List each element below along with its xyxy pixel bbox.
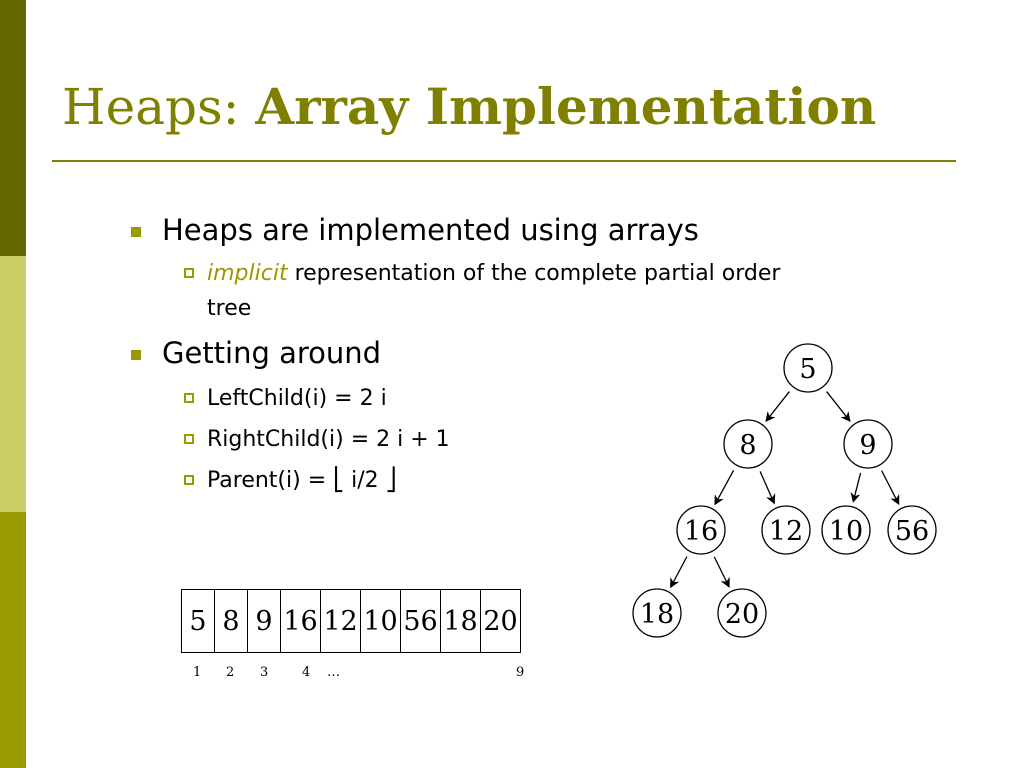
- tree-node-circle: [723, 419, 773, 469]
- tree-node-label: 5: [799, 354, 816, 385]
- array-cell: 56: [401, 590, 441, 652]
- sub-bullet-square: [184, 268, 194, 278]
- tree-node-label: 20: [725, 599, 759, 630]
- sub-bullet-left-child: LeftChild(i) = 2 i: [207, 386, 387, 411]
- sub-bullet-square: [184, 434, 194, 444]
- sidebar-segment-light: [0, 256, 26, 512]
- tree-node: 8: [723, 419, 773, 469]
- sub-bullet-1-1-text: representation of the complete partial o…: [287, 261, 781, 286]
- bullet-1-text: Heaps are implemented using arrays: [162, 213, 699, 247]
- array-cell: 12: [321, 590, 361, 652]
- tree-edge-arrow: [759, 471, 776, 505]
- tree-node-label: 56: [895, 516, 929, 547]
- tree-nodes: 5 8 9 16 12 10 56 18 20: [632, 343, 937, 638]
- tree-node: 12: [761, 505, 811, 555]
- slide-title-bold: Array Implementation: [255, 77, 877, 136]
- tree-node: 10: [821, 505, 871, 555]
- bullet-square: [131, 227, 141, 237]
- implicit-emphasis: implicit: [207, 261, 288, 286]
- sub-bullet-1-1: implicit representation of the complete …: [207, 261, 780, 286]
- tree-node-label: 8: [739, 430, 756, 461]
- bullet-square: [131, 350, 141, 360]
- tree-node-label: 9: [859, 430, 876, 461]
- array-index-label: 1: [193, 665, 202, 680]
- tree-node: 16: [676, 505, 726, 555]
- tree-node-label: 12: [769, 516, 803, 547]
- array-index-label: 9: [516, 665, 525, 680]
- array-cell: 8: [215, 590, 248, 652]
- tree-node: 9: [843, 419, 893, 469]
- tree-node: 18: [632, 588, 682, 638]
- array-cell: 20: [481, 590, 521, 652]
- tree-edge-arrow: [850, 472, 862, 503]
- tree-node: 56: [887, 505, 937, 555]
- tree-node-circle: [717, 588, 767, 638]
- sidebar-stripe: [0, 0, 26, 768]
- slide-title: Heaps: Array Implementation: [62, 82, 876, 133]
- slide-title-plain: Heaps:: [62, 78, 240, 136]
- title-underline: [52, 160, 956, 162]
- sidebar-segment-dark: [0, 0, 26, 256]
- tree-edge-arrow: [826, 391, 851, 423]
- tree-node: 5: [783, 343, 833, 393]
- tree-edge-arrow: [670, 556, 688, 589]
- sub-bullet-square: [184, 393, 194, 403]
- array-cell: 18: [441, 590, 481, 652]
- sub-bullet-1-1-continuation: tree: [207, 296, 252, 321]
- tree-edges: [670, 391, 900, 589]
- array-cell: 5: [182, 590, 215, 652]
- tree-node-circle: [783, 343, 833, 393]
- sub-bullet-right-child: RightChild(i) = 2 i + 1: [207, 427, 450, 452]
- tree-edge-arrow: [765, 391, 790, 423]
- array-index-label: 3: [260, 665, 269, 680]
- tree-node-label: 10: [829, 516, 863, 547]
- tree-edge-arrow: [713, 556, 730, 588]
- bullet-2-text: Getting around: [162, 336, 382, 370]
- tree-node-circle: [632, 588, 682, 638]
- tree-node-label: 18: [640, 599, 674, 630]
- array-index-label: 2: [226, 665, 235, 680]
- tree-node-circle: [887, 505, 937, 555]
- tree-edge-arrow: [881, 470, 900, 506]
- array-cell: 9: [248, 590, 281, 652]
- array-cell: 16: [281, 590, 321, 652]
- tree-node-label: 16: [684, 516, 718, 547]
- sub-bullet-square: [184, 475, 194, 485]
- array-index-label: 4: [302, 665, 311, 680]
- tree-node: 20: [717, 588, 767, 638]
- tree-node-circle: [843, 419, 893, 469]
- tree-node-circle: [821, 505, 871, 555]
- array-index-label: …: [327, 665, 340, 680]
- sub-bullet-parent: Parent(i) = ⎣ i/2 ⎦: [207, 468, 397, 493]
- tree-node-circle: [676, 505, 726, 555]
- array-cell: 10: [361, 590, 401, 652]
- tree-edge-arrow: [714, 470, 735, 506]
- sidebar-segment-mid: [0, 512, 26, 768]
- tree-node-circle: [761, 505, 811, 555]
